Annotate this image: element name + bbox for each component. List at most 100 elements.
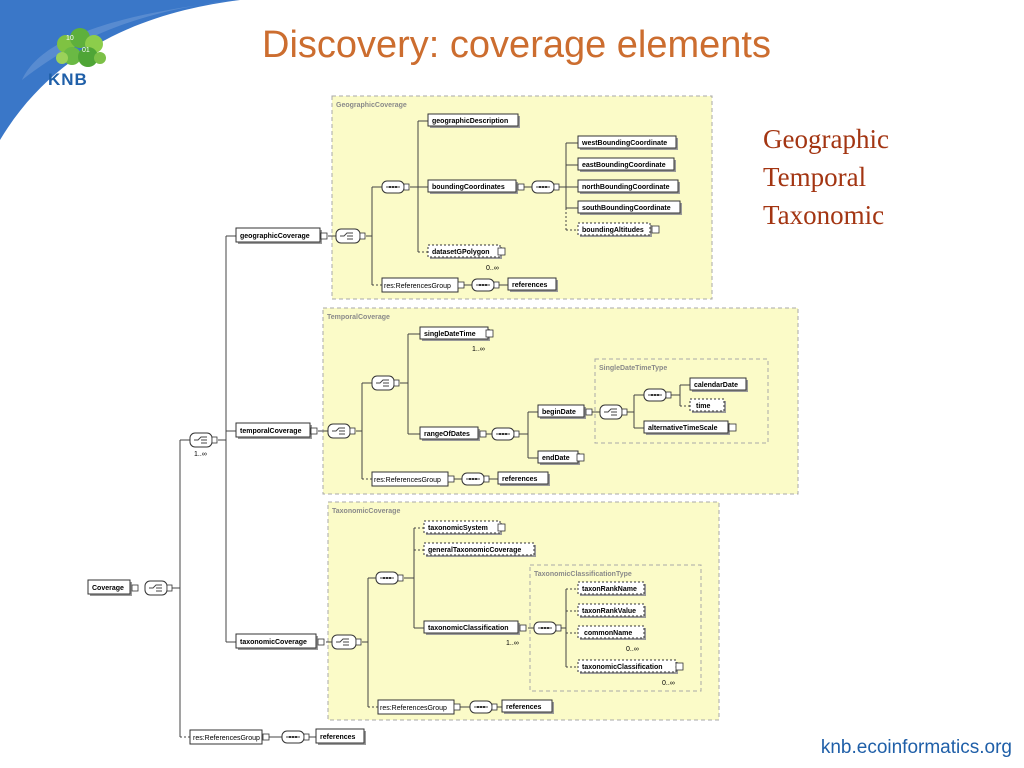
- element-south-bounding-coordinate[interactable]: southBoundingCoordinate: [577, 200, 682, 215]
- svg-text:res:ReferencesGroup: res:ReferencesGroup: [374, 477, 441, 484]
- element-calendar-date[interactable]: calendarDate: [689, 377, 748, 392]
- svg-text:eastBoundingCoordinate: eastBoundingCoordinate: [582, 162, 666, 169]
- svg-text:time: time: [696, 403, 711, 410]
- svg-text:10: 10: [66, 35, 74, 42]
- element-references[interactable]: references: [507, 277, 558, 292]
- element-alternative-time-scale[interactable]: alternativeTimeScale: [643, 420, 737, 435]
- svg-text:geographicCoverage: geographicCoverage: [240, 233, 310, 240]
- element-bounding-altitudes[interactable]: boundingAltitudes: [577, 222, 660, 237]
- group-taxonomic-classification-type: [529, 564, 702, 692]
- choice-compositor-icon: [335, 228, 366, 244]
- svg-text:01: 01: [82, 47, 90, 54]
- svg-text:res:ReferencesGroup: res:ReferencesGroup: [380, 705, 447, 712]
- element-coverage[interactable]: Coverage: [87, 579, 139, 596]
- element-references[interactable]: references: [501, 699, 554, 714]
- svg-text:boundingAltitudes: boundingAltitudes: [582, 227, 644, 234]
- element-references-group[interactable]: res:ReferencesGroup: [371, 471, 455, 487]
- element-taxonomic-coverage[interactable]: taxonomicCoverage: [235, 633, 325, 650]
- element-end-date[interactable]: endDate: [537, 450, 585, 465]
- multiplicity-label: 1..∞: [506, 640, 519, 647]
- choice-compositor-icon: 1..∞: [189, 432, 218, 458]
- sequence-compositor-icon: [469, 700, 498, 714]
- group-single-date-time-type: [594, 358, 769, 444]
- svg-text:singleDateTime: singleDateTime: [424, 331, 476, 338]
- group-taxonomic-coverage: [327, 501, 720, 721]
- multiplicity-label: 1..∞: [472, 346, 485, 353]
- svg-text:calendarDate: calendarDate: [694, 382, 738, 389]
- element-temporal-coverage[interactable]: temporalCoverage: [235, 422, 318, 439]
- svg-text:westBoundingCoordinate: westBoundingCoordinate: [581, 140, 667, 147]
- choice-compositor-icon: [331, 634, 362, 650]
- choice-compositor-icon: [144, 580, 173, 596]
- svg-text:endDate: endDate: [542, 455, 570, 462]
- element-taxonomic-system[interactable]: taxonomicSystem: [423, 520, 506, 535]
- svg-text:Coverage: Coverage: [92, 585, 124, 592]
- coverage-type-list: Geographic Temporal Taxonomic: [763, 120, 889, 234]
- sequence-compositor-icon: [281, 730, 310, 744]
- footer-url[interactable]: knb.ecoinformatics.org: [820, 737, 1012, 758]
- svg-text:taxonRankName: taxonRankName: [582, 586, 637, 593]
- sequence-compositor-icon: [381, 180, 410, 194]
- sequence-compositor-icon: [461, 472, 490, 486]
- element-begin-date[interactable]: beginDate: [537, 404, 593, 419]
- multiplicity-label: 0..∞: [626, 646, 639, 653]
- svg-text:taxonRankValue: taxonRankValue: [582, 608, 636, 615]
- svg-text:taxonomicClassification: taxonomicClassification: [428, 625, 509, 632]
- multiplicity-label: 0..∞: [486, 265, 499, 272]
- multiplicity-label: 1..∞: [194, 451, 207, 458]
- element-time[interactable]: time: [689, 398, 726, 413]
- element-west-bounding-coordinate[interactable]: westBoundingCoordinate: [577, 135, 678, 150]
- coverage-type-item: Temporal: [763, 162, 867, 192]
- element-taxon-rank-value[interactable]: taxonRankValue: [577, 603, 646, 618]
- sequence-compositor-icon: [491, 427, 520, 441]
- svg-text:references: references: [506, 704, 542, 711]
- element-single-date-time[interactable]: singleDateTime 1..∞: [419, 326, 494, 353]
- element-geographic-description[interactable]: geographicDescription: [427, 113, 520, 128]
- svg-text:datasetGPolygon: datasetGPolygon: [432, 249, 490, 256]
- group-label: TaxonomicClassificationType: [534, 571, 632, 578]
- svg-text:res:ReferencesGroup: res:ReferencesGroup: [193, 735, 260, 742]
- element-taxonomic-classification[interactable]: taxonomicClassification 1..∞: [423, 620, 527, 647]
- svg-text:references: references: [320, 734, 356, 741]
- svg-text:temporalCoverage: temporalCoverage: [240, 428, 302, 435]
- coverage-type-item: Taxonomic: [763, 200, 885, 230]
- svg-text:commonName: commonName: [584, 630, 632, 637]
- group-label: TemporalCoverage: [327, 314, 390, 321]
- sequence-compositor-icon: [643, 388, 672, 402]
- element-references-group[interactable]: res:ReferencesGroup: [381, 277, 465, 293]
- logo-text: KNB: [48, 70, 88, 89]
- svg-text:geographicDescription: geographicDescription: [432, 118, 508, 125]
- svg-text:references: references: [512, 282, 548, 289]
- sequence-compositor-icon: [533, 621, 562, 635]
- svg-text:northBoundingCoordinate: northBoundingCoordinate: [582, 184, 670, 191]
- element-references-group[interactable]: res:ReferencesGroup: [189, 729, 270, 745]
- element-north-bounding-coordinate[interactable]: northBoundingCoordinate: [577, 179, 680, 194]
- svg-text:res:ReferencesGroup: res:ReferencesGroup: [384, 283, 451, 290]
- slide-title: Discovery: coverage elements: [262, 24, 771, 66]
- element-taxonomic-classification-nested[interactable]: taxonomicClassification 0..∞: [577, 659, 684, 687]
- svg-text:references: references: [502, 476, 538, 483]
- knb-logo-icon: 10 01: [56, 28, 106, 67]
- group-geographic-coverage: [331, 95, 713, 300]
- svg-text:beginDate: beginDate: [542, 409, 576, 416]
- svg-text:generalTaxonomicCoverage: generalTaxonomicCoverage: [428, 547, 521, 554]
- element-geographic-coverage[interactable]: geographicCoverage: [235, 227, 328, 244]
- element-taxon-rank-name[interactable]: taxonRankName: [577, 581, 646, 596]
- element-common-name[interactable]: commonName 0..∞: [577, 625, 646, 653]
- element-references[interactable]: references: [497, 471, 550, 486]
- coverage-type-item: Geographic: [763, 124, 889, 154]
- group-label: SingleDateTimeType: [599, 365, 667, 372]
- element-bounding-coordinates[interactable]: boundingCoordinates: [427, 179, 525, 194]
- element-references-group[interactable]: res:ReferencesGroup: [377, 699, 461, 715]
- svg-text:taxonomicCoverage: taxonomicCoverage: [240, 639, 307, 646]
- group-temporal-coverage: [322, 307, 799, 495]
- svg-text:rangeOfDates: rangeOfDates: [424, 431, 470, 438]
- element-east-bounding-coordinate[interactable]: eastBoundingCoordinate: [577, 157, 676, 172]
- element-range-of-dates[interactable]: rangeOfDates: [419, 426, 487, 441]
- element-dataset-gpolygon[interactable]: datasetGPolygon 0..∞: [427, 244, 506, 272]
- multiplicity-label: 0..∞: [662, 680, 675, 687]
- element-general-taxonomic-coverage[interactable]: generalTaxonomicCoverage: [423, 542, 536, 557]
- element-references[interactable]: references: [315, 728, 366, 745]
- group-label: TaxonomicCoverage: [332, 508, 400, 515]
